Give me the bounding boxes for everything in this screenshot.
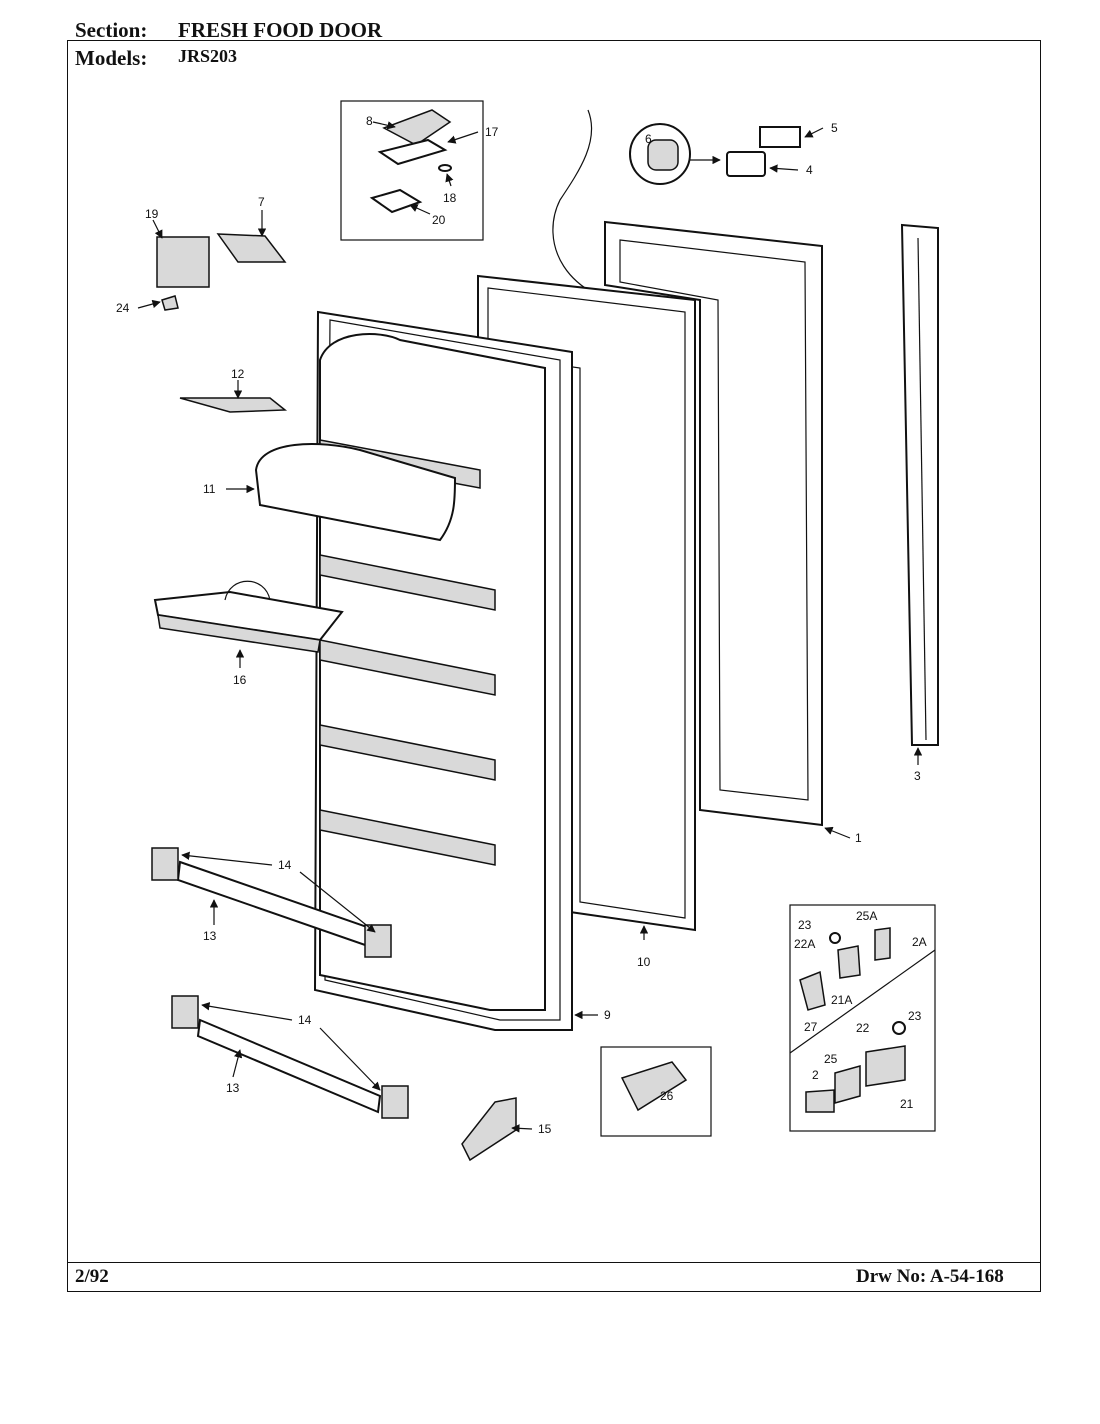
shim-part — [369, 188, 423, 214]
hinge-inset-box — [340, 100, 484, 241]
callout-18: 18 — [443, 191, 457, 205]
callout-26: 26 — [660, 1089, 674, 1103]
callout-22: 22 — [856, 1021, 870, 1035]
callout-4: 4 — [806, 163, 813, 177]
callout-27: 27 — [804, 1020, 818, 1034]
shelf-bar-lower — [196, 1018, 382, 1114]
callout-24: 24 — [116, 301, 130, 315]
drawing-frame — [67, 40, 1041, 1292]
models-value: JRS203 — [178, 46, 238, 66]
callout-11: 11 — [203, 482, 216, 496]
dairy-compartment-door — [254, 443, 457, 542]
lens-gasket-part — [726, 151, 766, 177]
callout-25A: 25A — [856, 909, 877, 923]
light-lens-part — [759, 126, 801, 148]
liner-shelf-3 — [319, 724, 496, 781]
hinge-pin-part — [216, 233, 287, 263]
callout-3: 3 — [914, 769, 921, 783]
callout-23-upper: 23 — [798, 918, 812, 932]
callout-9: 9 — [604, 1008, 611, 1022]
drawing-number: Drw No: A-54-168 — [856, 1266, 1004, 1287]
callout-25: 25 — [824, 1052, 838, 1066]
callout-7: 7 — [258, 195, 265, 209]
hinge-cover-part — [382, 109, 452, 146]
door-outer-panel — [604, 220, 823, 827]
callout-16: 16 — [233, 673, 247, 687]
callout-13-lower: 13 — [226, 1081, 240, 1095]
callout-1: 1 — [855, 831, 862, 845]
callout-22A: 22A — [794, 937, 815, 951]
liner-shelf-4 — [319, 809, 496, 866]
callout-6: 6 — [645, 132, 652, 146]
drawing-date: 2/92 — [75, 1266, 109, 1287]
callout-12: 12 — [231, 367, 245, 381]
footer-divider — [67, 1262, 1041, 1263]
end-cap-3 — [171, 995, 199, 1029]
callout-21A: 21A — [831, 993, 852, 1007]
butter-lid-part — [179, 397, 288, 413]
end-cap-1 — [151, 847, 179, 881]
callout-21: 21 — [900, 1097, 914, 1111]
section-label: Section: — [75, 18, 148, 42]
callout-15: 15 — [538, 1122, 552, 1136]
callout-17: 17 — [485, 125, 499, 139]
leader-lines — [137, 121, 923, 1133]
callout-5: 5 — [831, 121, 838, 135]
liner-shelf-2 — [319, 639, 496, 696]
callout-8: 8 — [366, 114, 373, 128]
section-title: FRESH FOOD DOOR — [178, 18, 383, 42]
callout-10: 10 — [637, 955, 651, 969]
models-label: Models: — [75, 46, 148, 70]
end-cap-2 — [364, 924, 392, 958]
part-26-box — [600, 1046, 712, 1137]
callout-20: 20 — [432, 213, 446, 227]
end-cap-4 — [381, 1085, 409, 1119]
callout-23-lower: 23 — [908, 1009, 922, 1023]
callout-2: 2 — [812, 1068, 819, 1082]
callout-14-upper: 14 — [278, 858, 292, 872]
washer-part — [438, 164, 452, 172]
egg-tray — [153, 580, 344, 653]
liner-shelf-1 — [319, 554, 496, 611]
hinge-bracket-part — [156, 236, 210, 288]
callout-13-upper: 13 — [203, 929, 217, 943]
light-assembly — [629, 123, 801, 185]
lower-hinge-inset-box — [789, 904, 936, 1132]
callout-2A: 2A — [912, 935, 927, 949]
door-trim-strip — [900, 223, 939, 746]
callout-19: 19 — [145, 207, 159, 221]
shelf-bracket-part — [461, 1097, 517, 1162]
callout-14-lower: 14 — [298, 1013, 312, 1027]
screw-part — [161, 295, 179, 311]
hinge-plate-part — [377, 138, 448, 166]
